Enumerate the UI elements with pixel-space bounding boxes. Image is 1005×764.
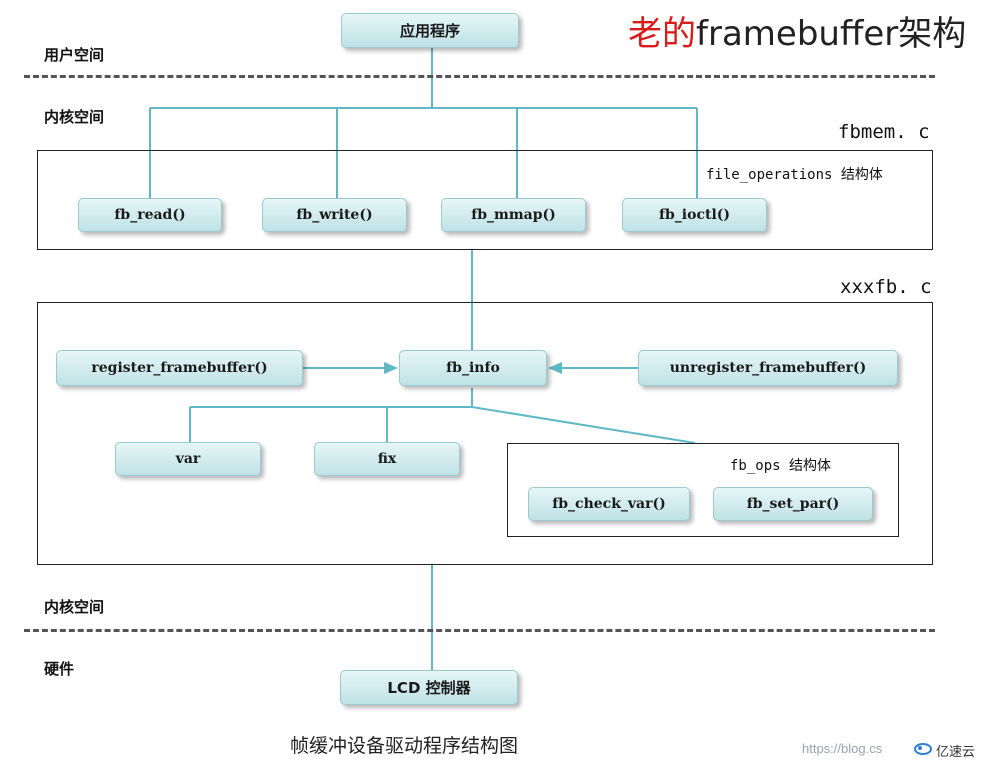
node-fb-check-var: fb_check_var() [528, 487, 690, 521]
kernel-hardware-divider [24, 629, 935, 632]
diagram-caption: 帧缓冲设备驱动程序结构图 [290, 735, 519, 757]
file-xxxfb: xxxfb. c [840, 276, 932, 298]
node-fb-mmap: fb_mmap() [441, 198, 586, 232]
zone-kernel-space-top: 内核空间 [44, 108, 105, 126]
node-fb-info: fb_info [399, 350, 547, 386]
user-kernel-divider [24, 75, 935, 78]
connector-fbops [471, 406, 696, 444]
node-fb-write: fb_write() [262, 198, 407, 232]
zone-user-space: 用户空间 [44, 46, 105, 64]
node-fix: fix [314, 442, 460, 476]
watermark-brand: 亿速云 [936, 745, 976, 760]
diagram-title: 老的framebuffer架构 [628, 6, 966, 55]
title-rest-text: framebuffer架构 [696, 14, 967, 54]
arrowhead-register [384, 362, 398, 374]
node-register-framebuffer: register_framebuffer() [56, 350, 303, 386]
brand-logo-icon [913, 740, 933, 756]
fbmem-frame [37, 150, 933, 250]
arrowhead-unregister [548, 362, 562, 374]
node-application: 应用程序 [341, 13, 519, 48]
node-fb-ioctl: fb_ioctl() [622, 198, 767, 232]
node-unregister-framebuffer: unregister_framebuffer() [638, 350, 898, 386]
node-lcd-controller: LCD 控制器 [340, 670, 518, 705]
file-fbmem: fbmem. c [838, 121, 930, 143]
zone-kernel-space-bottom: 内核空间 [44, 598, 105, 616]
node-var: var [115, 442, 261, 476]
xxxfb-frame [37, 302, 933, 565]
watermark-url: https://blog.cs [802, 741, 883, 756]
zone-hardware: 硬件 [44, 660, 75, 678]
fb-ops-frame [507, 443, 899, 537]
label-file-operations: file_operations 结构体 [706, 167, 883, 183]
node-fb-read: fb_read() [78, 198, 222, 232]
label-fb-ops: fb_ops 结构体 [730, 458, 832, 474]
title-old-text: 老的 [628, 14, 696, 54]
node-fb-set-par: fb_set_par() [713, 487, 873, 521]
